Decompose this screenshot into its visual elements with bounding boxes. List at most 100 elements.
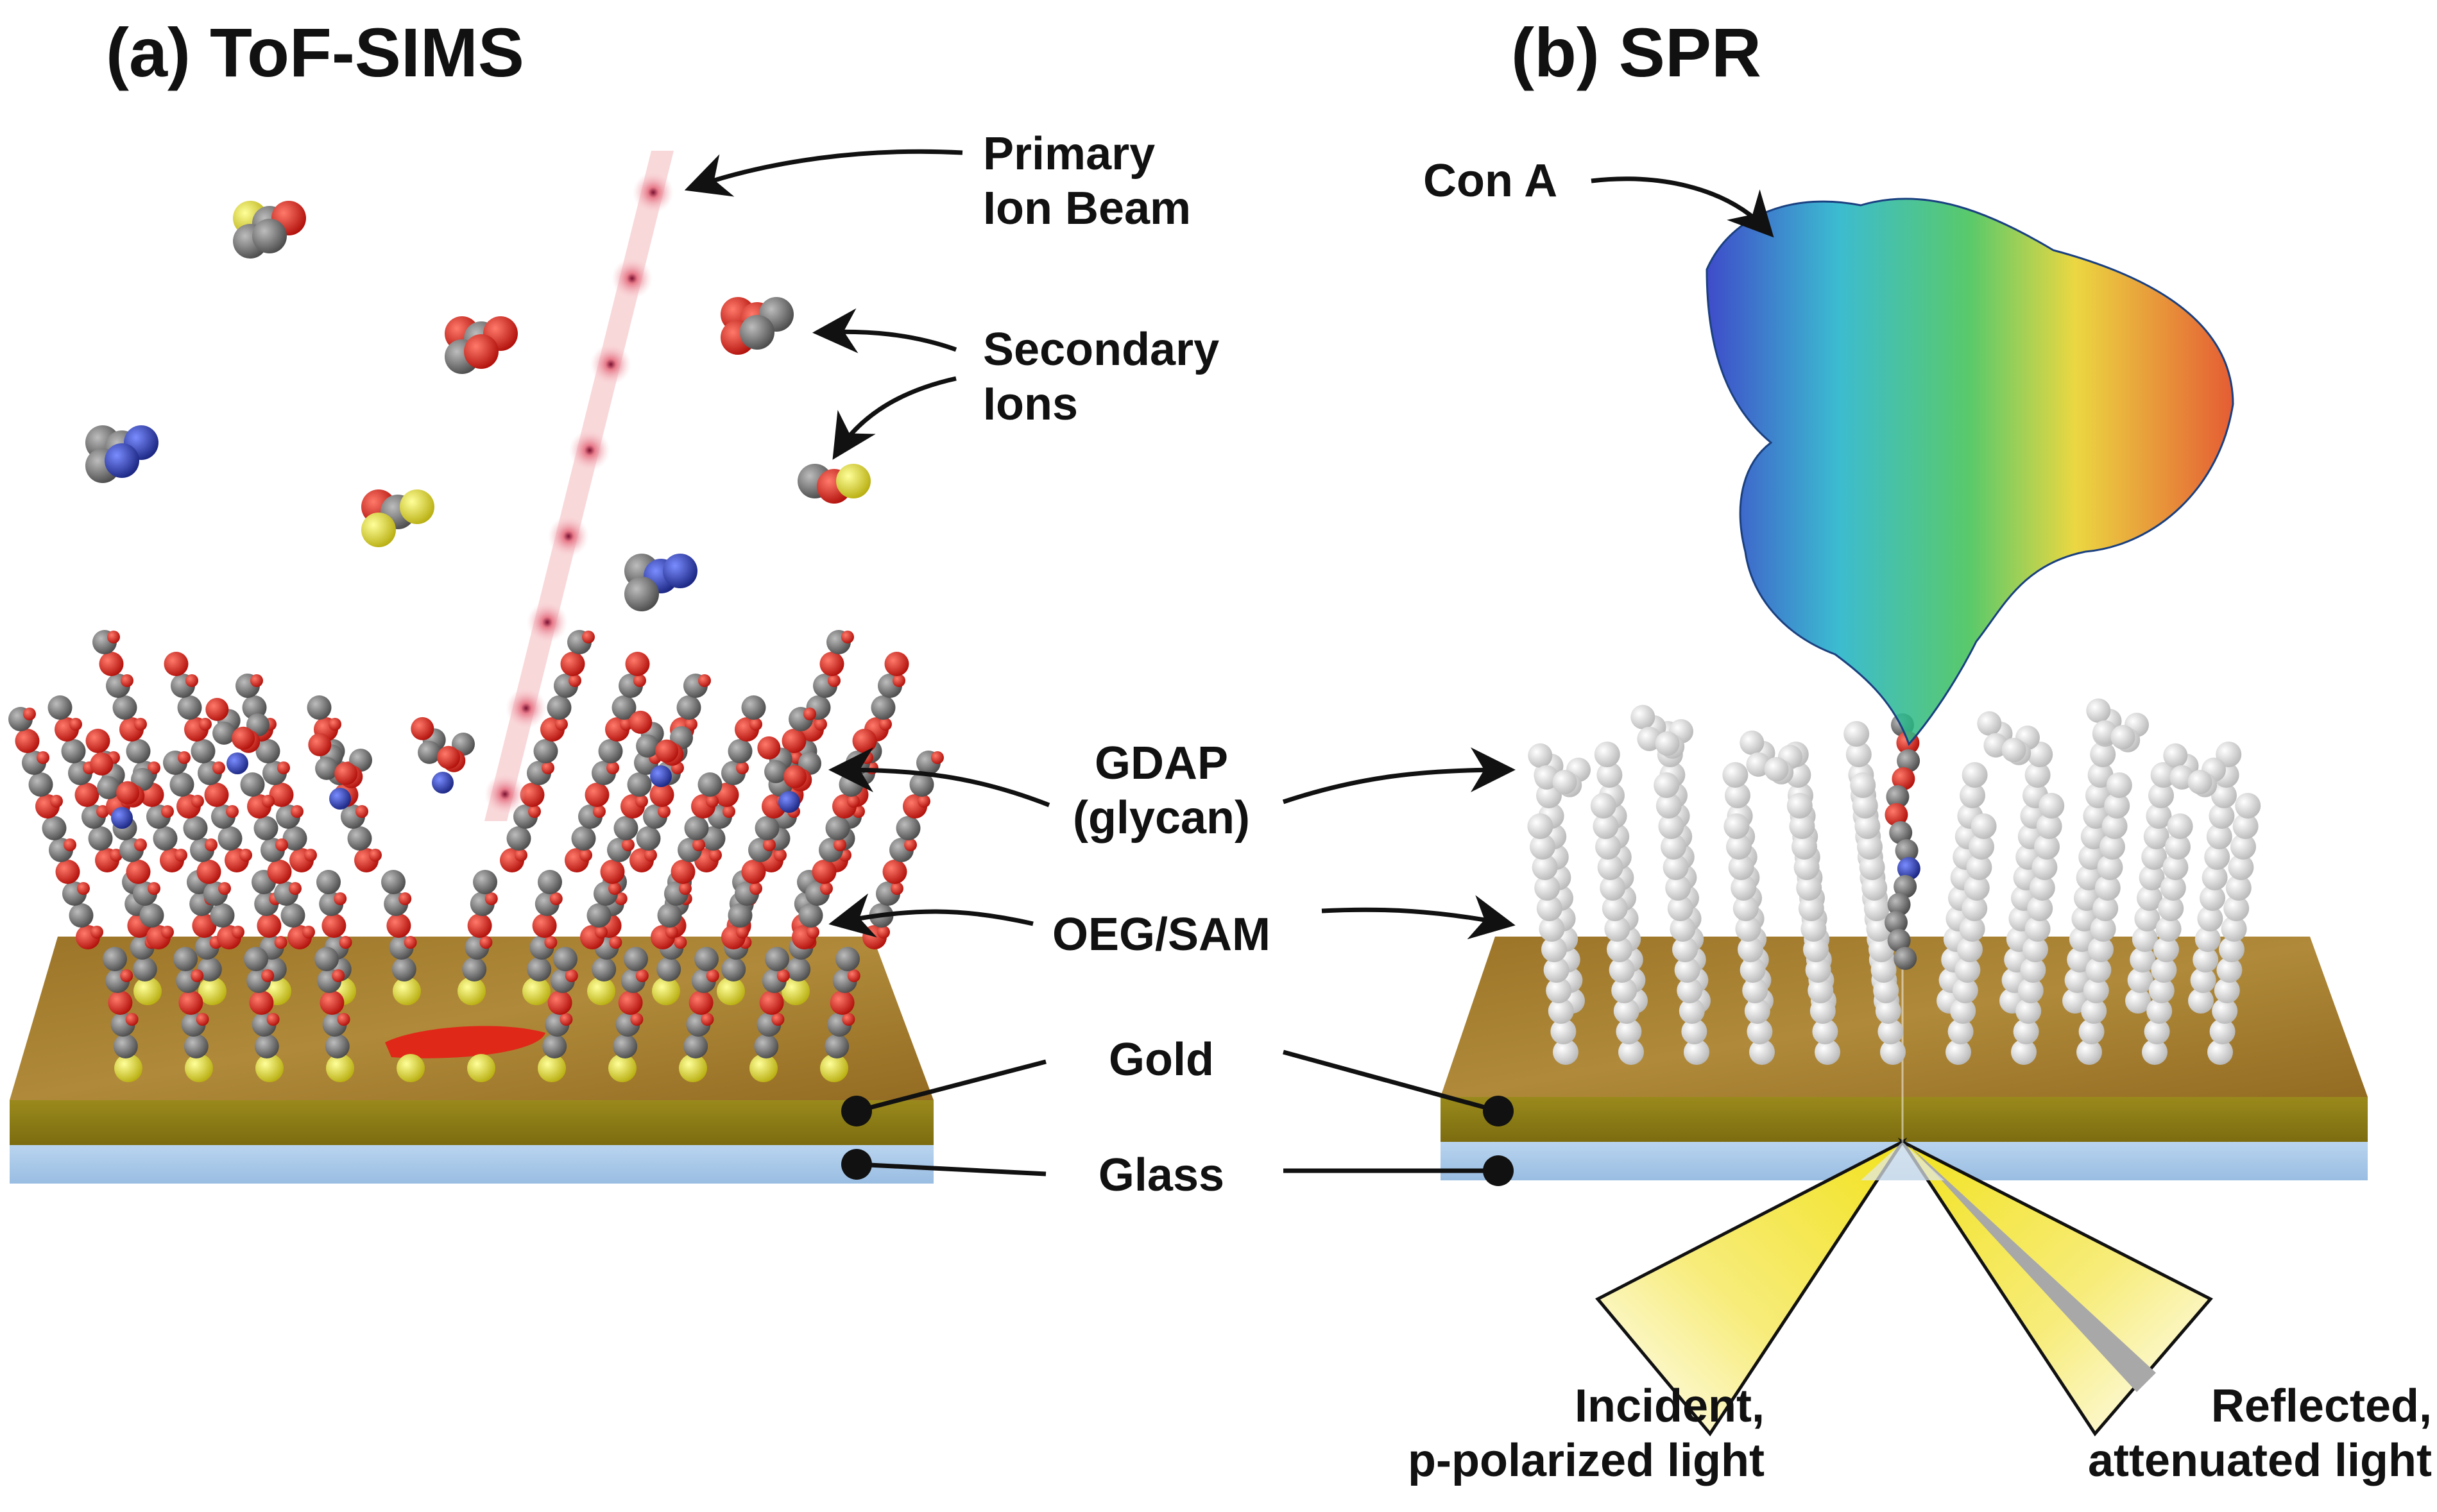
oxygen-atom (121, 674, 133, 687)
oxygen-atom (108, 990, 133, 1015)
sam-atom (2130, 947, 2156, 973)
ion-atom (464, 334, 499, 369)
panel-a-red-ablation-spot (385, 1026, 545, 1058)
carbon-atom (611, 695, 637, 720)
oxygen-atom (250, 674, 263, 687)
carbon-atom (825, 816, 850, 840)
oxygen-atom (812, 860, 837, 884)
oxygen-atom (178, 751, 191, 764)
carbon-atom (728, 903, 753, 928)
sam-atom (2219, 937, 2245, 962)
glycan-atom (334, 761, 358, 785)
carbon-atom (765, 947, 789, 971)
carbon-atom (627, 772, 652, 797)
attenuated-stripe (1909, 1145, 2156, 1392)
sam-atom (1945, 1039, 1971, 1065)
sam-atom (1534, 875, 1561, 901)
sulfur-atom (326, 1054, 354, 1082)
oxygen-atom (90, 926, 103, 939)
sam-atom (1749, 1039, 1775, 1065)
sam-atom (1679, 998, 1705, 1024)
sam-atom (2020, 957, 2046, 983)
carbon-atom (347, 826, 372, 851)
sam-atom (2204, 844, 2230, 870)
secondary-ions (85, 201, 871, 611)
carbon-atom (506, 826, 531, 851)
oxygen-atom (212, 761, 225, 774)
sam-atom (2197, 906, 2223, 931)
annotation-arrows (684, 149, 1774, 1176)
carbon-atom (798, 903, 823, 928)
sam-atom (1725, 783, 1750, 808)
carbon-atom (88, 826, 113, 851)
oxygen-atom (877, 926, 890, 939)
carbon-atom (728, 739, 753, 763)
arrow-oeg-left (828, 893, 1034, 938)
sam-atom (1863, 896, 1890, 921)
nitrogen-atom (111, 807, 133, 829)
nitrogen-atom (778, 791, 800, 813)
beam-ion (527, 602, 568, 643)
oxygen-atom (125, 1013, 139, 1026)
carbon-atom (61, 739, 86, 763)
carbon-atom (381, 870, 406, 894)
oxygen-atom (302, 926, 315, 939)
dot-gold-left (841, 1096, 872, 1126)
glycan-atom (629, 710, 653, 734)
sam-atom (2083, 978, 2109, 1003)
sam-atom (2193, 947, 2219, 973)
carbon-atom (280, 903, 305, 928)
carbon-atom (542, 1034, 567, 1058)
sam-atom (1590, 793, 1616, 819)
oxygen-atom (479, 936, 493, 949)
sam-atom (2160, 875, 2186, 901)
sam-atom (2127, 967, 2153, 993)
oxygen-atom (199, 718, 212, 731)
oxygen-atom (622, 838, 635, 851)
oxygen-atom (633, 674, 646, 687)
carbon-atom (909, 772, 934, 797)
carbon-atom (825, 1034, 850, 1058)
panel-a-glass-layer (10, 1145, 934, 1184)
sam-atom (1805, 957, 1831, 983)
primary-beam-line1: Primary (983, 128, 1156, 180)
sam-atom (1602, 896, 1628, 921)
sam-atom (2039, 793, 2065, 819)
oxygen-atom (918, 795, 930, 808)
sam-atom (1677, 978, 1703, 1003)
oxygen-atom (847, 795, 860, 808)
sam-atom (2013, 1019, 2039, 1044)
sam-atom (2209, 803, 2235, 829)
panel-a-monolayer (8, 630, 944, 1082)
sam-atom (1852, 793, 1878, 819)
carbon-atom (721, 957, 746, 981)
sam-atom (2194, 926, 2221, 952)
oxygen-atom (467, 913, 492, 938)
oxygen-atom (606, 761, 619, 774)
glycan-atom (757, 736, 781, 760)
sam-atom (1747, 1019, 1773, 1044)
carbon-atom (741, 695, 766, 720)
oxygen-atom (893, 674, 905, 687)
sam-atom (1548, 998, 1574, 1024)
sam-atom (2036, 813, 2062, 839)
sam-atom (1798, 896, 1824, 921)
carbon-atom (533, 739, 558, 763)
bound-glycan-atom (1886, 785, 1910, 808)
oxygen-atom (185, 674, 198, 687)
ion-atom (252, 219, 287, 253)
sam-atom (1786, 793, 1813, 819)
sam-atom (2190, 967, 2216, 993)
oxygen-atom (609, 936, 622, 949)
bound-glycan-atom (1885, 911, 1908, 934)
bound-glycan-atom (1887, 893, 1911, 916)
oxygen-atom (644, 849, 657, 862)
con-a-protein (1706, 198, 2234, 746)
oxygen-atom (369, 849, 382, 862)
oxygen-atom (723, 805, 735, 818)
oxygen-atom (134, 718, 147, 731)
arrow-gdap-left (828, 747, 1050, 808)
sam-atom (2027, 896, 2053, 921)
secondary-ions-label: Secondary Ions (983, 323, 1219, 432)
